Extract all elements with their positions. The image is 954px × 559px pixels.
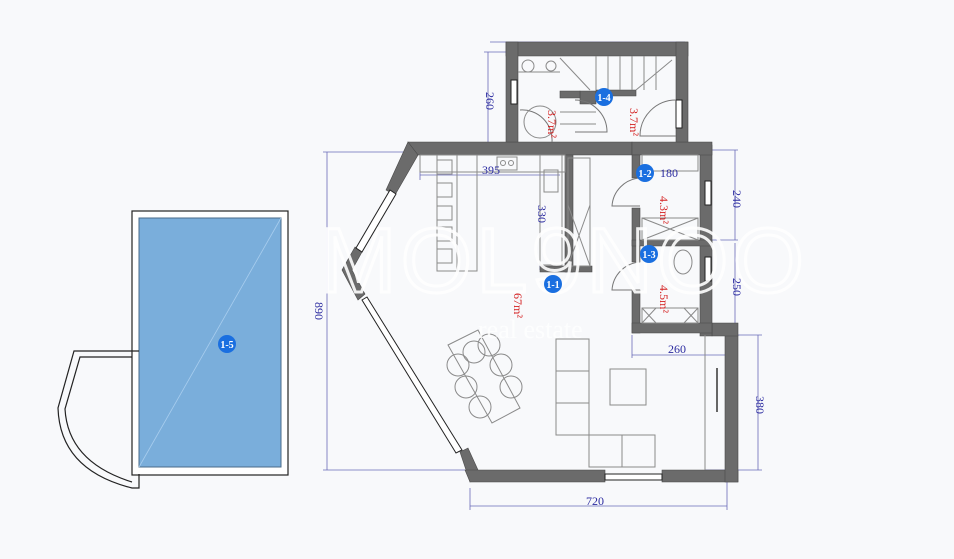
- dimension-labels: 260 395 330 180 240 250 890 260 380 720: [312, 92, 767, 508]
- dim-180: 180: [660, 166, 678, 180]
- svg-text:1-4: 1-4: [597, 93, 610, 104]
- walls: [341, 41, 739, 483]
- dim-380: 380: [753, 396, 767, 414]
- kitchen-furniture: [419, 154, 591, 272]
- svg-text:real estate: real estate: [478, 315, 583, 344]
- dim-240: 240: [730, 190, 744, 208]
- pool-area: [57, 210, 289, 489]
- area-1-4a: 3.7m²: [545, 110, 559, 138]
- svg-text:1-1: 1-1: [546, 280, 559, 291]
- room-marker-1-5[interactable]: 1-5: [218, 335, 236, 353]
- dim-260-top: 260: [483, 92, 497, 110]
- area-1-2: 4.3m²: [657, 196, 671, 224]
- living-furniture: [446, 329, 718, 470]
- svg-text:1-5: 1-5: [220, 340, 233, 351]
- svg-text:1-2: 1-2: [638, 169, 651, 180]
- doors: [519, 99, 677, 291]
- room-marker-1-1[interactable]: 1-1: [544, 275, 562, 293]
- area-1-3: 4.5m²: [657, 285, 671, 313]
- windows: [355, 79, 712, 481]
- room-marker-1-3[interactable]: 1-3: [640, 245, 658, 263]
- room-marker-1-2[interactable]: 1-2: [636, 164, 654, 182]
- dim-720: 720: [586, 494, 604, 508]
- area-labels: 67m² 4.3m² 4.5m² 3.7m² 3.7m²: [511, 108, 671, 318]
- dim-250: 250: [730, 278, 744, 296]
- dim-330: 330: [535, 205, 549, 223]
- bathroom-fixtures: [641, 154, 699, 324]
- dim-890: 890: [312, 302, 326, 320]
- svg-text:MOL9NOO: MOL9NOO: [320, 210, 808, 312]
- room-marker-1-4[interactable]: 1-4: [595, 88, 613, 106]
- stairs: [518, 56, 673, 139]
- area-1-4b: 3.7m²: [627, 108, 641, 136]
- watermark: MOL9NOO real estate: [319, 209, 808, 345]
- area-1-1: 67m²: [511, 293, 525, 318]
- svg-text:1-3: 1-3: [642, 250, 655, 261]
- dim-260-mid: 260: [668, 342, 686, 356]
- dim-395: 395: [482, 163, 500, 177]
